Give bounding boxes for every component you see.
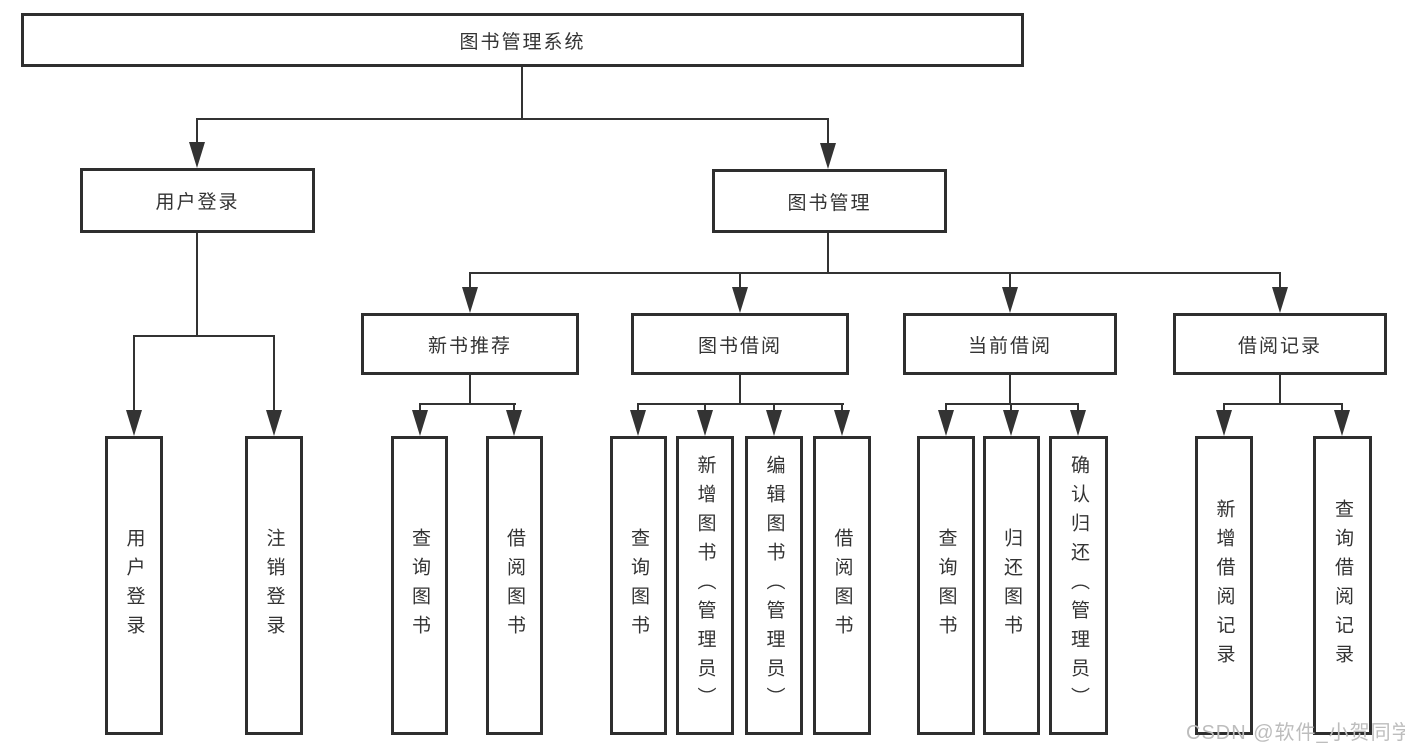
leaf-current-query-books: 查询图书: [917, 436, 975, 735]
connector-to-bb-edit: [773, 403, 775, 415]
connector-to-bb-borrow: [841, 403, 843, 415]
connector-to-records: [1279, 272, 1281, 290]
csdn-watermark: CSDN @软件_小贺同学: [1186, 722, 1405, 744]
arrowhead-borrow: [732, 287, 748, 313]
arrowhead-bb-borrow: [834, 410, 850, 436]
arrowhead-br-query: [1334, 410, 1350, 436]
arrowhead-nr-query: [412, 410, 428, 436]
leaf-current-return-books: 归还图书: [983, 436, 1040, 735]
node-book-management: 图书管理: [712, 169, 947, 233]
leaf-newrec-query-books: 查询图书: [391, 436, 448, 735]
connector-borrow-stem: [739, 375, 741, 405]
leaf-borrow-add-books-admin: 新增图书（管理员）: [676, 436, 734, 735]
connector-records-stem: [1279, 375, 1281, 405]
connector-borrow-split: [637, 403, 844, 405]
arrowhead-leaf-logout: [266, 410, 282, 436]
arrowhead-bb-edit: [766, 410, 782, 436]
connector-to-cb-return: [1010, 403, 1012, 415]
connector-user-login-stem: [196, 233, 198, 337]
connector-to-current: [1009, 272, 1011, 290]
arrowhead-book-management: [820, 143, 836, 169]
arrowhead-leaf-user-login: [126, 410, 142, 436]
connector-current-stem: [1009, 375, 1011, 405]
connector-to-br-query: [1341, 403, 1343, 415]
connector-to-leaf-user-login: [133, 335, 135, 413]
node-borrowing-records: 借阅记录: [1173, 313, 1387, 375]
connector-root-stem: [521, 67, 523, 118]
arrowhead-new-rec: [462, 287, 478, 313]
connector-new-rec-split: [419, 403, 516, 405]
node-new-book-recommend: 新书推荐: [361, 313, 579, 375]
leaf-records-add-record: 新增借阅记录: [1195, 436, 1253, 735]
arrowhead-records: [1272, 287, 1288, 313]
arrowhead-bb-query: [630, 410, 646, 436]
arrowhead-cb-return: [1003, 410, 1019, 436]
node-library-system: 图书管理系统: [21, 13, 1024, 67]
connector-to-bb-query: [637, 403, 639, 415]
leaf-borrow-borrow-books: 借阅图书: [813, 436, 871, 735]
connector-to-new-rec: [469, 272, 471, 290]
leaf-current-confirm-return-admin: 确认归还（管理员）: [1049, 436, 1108, 735]
connector-to-nr-borrow: [513, 403, 515, 415]
connector-to-bb-add: [704, 403, 706, 415]
arrowhead-user-login: [189, 142, 205, 168]
connector-book-mgmt-stem: [827, 233, 829, 274]
arrowhead-current: [1002, 287, 1018, 313]
leaf-user-login: 用户登录: [105, 436, 163, 735]
connector-current-split: [945, 403, 1079, 405]
arrowhead-br-add: [1216, 410, 1232, 436]
connector-to-leaf-logout: [273, 335, 275, 413]
leaf-newrec-borrow-books: 借阅图书: [486, 436, 543, 735]
arrowhead-cb-query: [938, 410, 954, 436]
arrowhead-nr-borrow: [506, 410, 522, 436]
connector-new-rec-stem: [469, 375, 471, 405]
connector-to-user-login: [196, 118, 198, 146]
connector-user-login-split: [133, 335, 275, 337]
connector-to-br-add: [1223, 403, 1225, 415]
connector-to-nr-query: [419, 403, 421, 415]
connector-root-split: [196, 118, 829, 120]
leaf-records-query-record: 查询借阅记录: [1313, 436, 1372, 735]
arrowhead-cb-confirm: [1070, 410, 1086, 436]
leaf-borrow-edit-books-admin: 编辑图书（管理员）: [745, 436, 803, 735]
node-user-login: 用户登录: [80, 168, 315, 233]
node-book-borrowing: 图书借阅: [631, 313, 849, 375]
leaf-logout: 注销登录: [245, 436, 303, 735]
node-current-borrowing: 当前借阅: [903, 313, 1117, 375]
leaf-borrow-query-books: 查询图书: [610, 436, 667, 735]
connector-book-mgmt-split: [469, 272, 1281, 274]
connector-to-borrow: [739, 272, 741, 290]
connector-records-split: [1223, 403, 1343, 405]
connector-to-book-management: [827, 118, 829, 146]
connector-to-cb-confirm: [1077, 403, 1079, 415]
connector-to-cb-query: [945, 403, 947, 415]
arrowhead-bb-add: [697, 410, 713, 436]
